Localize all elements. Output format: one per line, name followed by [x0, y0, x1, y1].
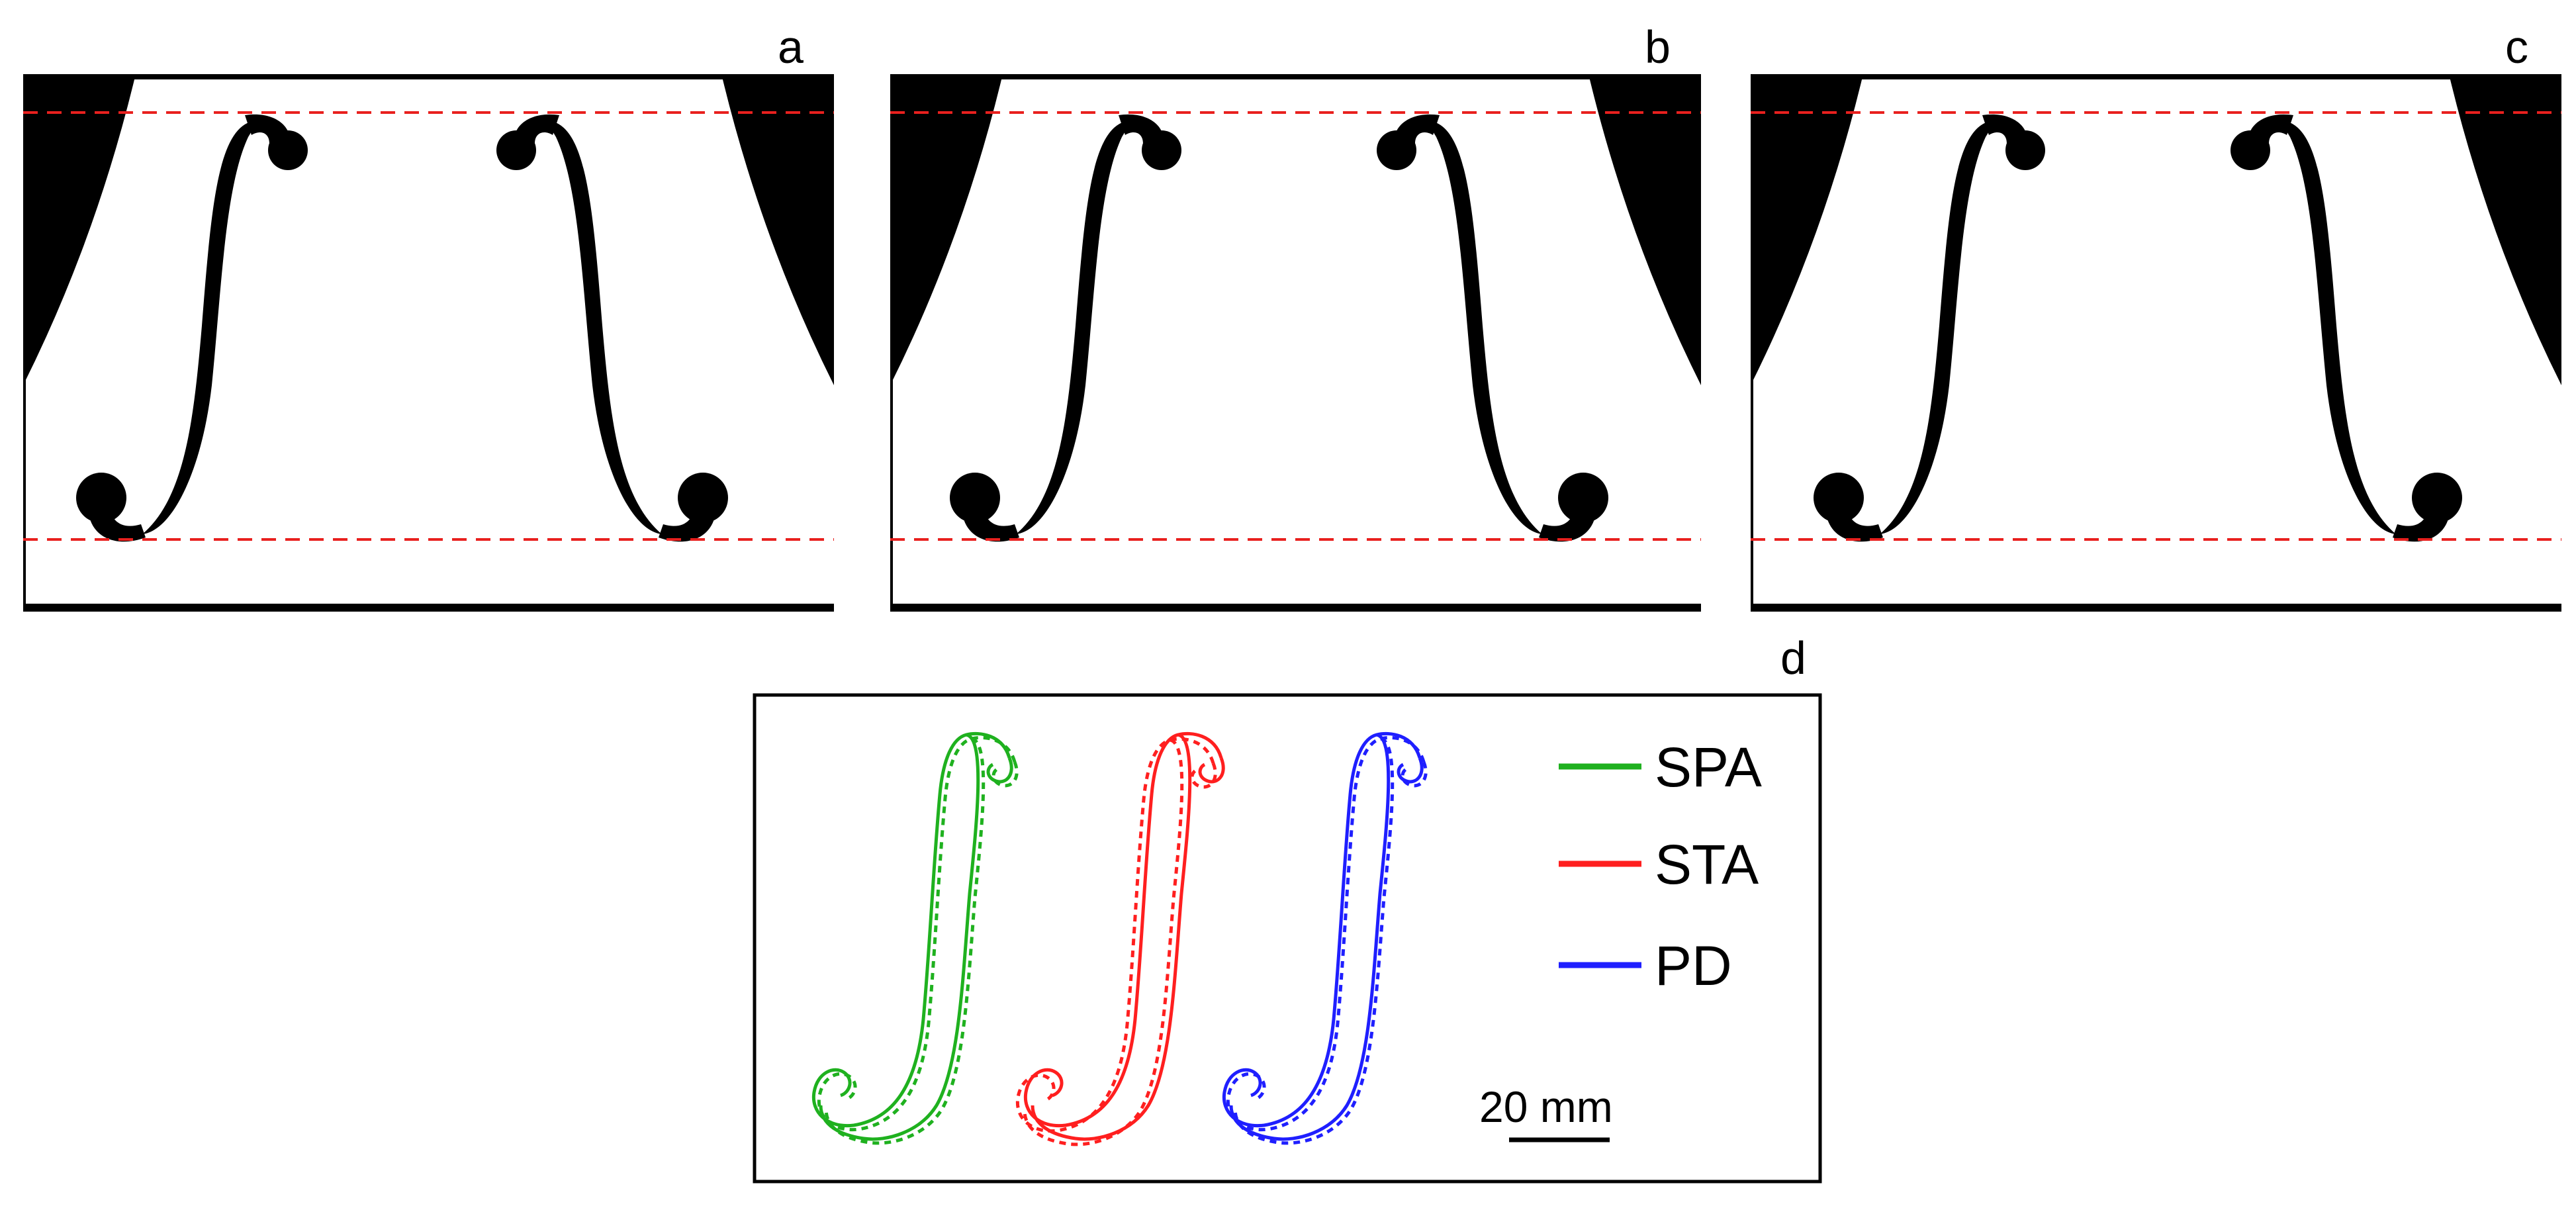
panel-d-frame	[753, 693, 1822, 1184]
panel-d: SPA STA PD 20 mm	[753, 693, 1822, 1184]
panel-label-c: c	[2505, 21, 2528, 73]
panel-a	[23, 74, 834, 612]
scale-bar: 20 mm	[1479, 1082, 1613, 1142]
legend-label-pd: PD	[1655, 935, 1732, 997]
panel-label-a: a	[778, 21, 804, 73]
panel-b	[890, 74, 1701, 612]
scale-bar-label: 20 mm	[1479, 1082, 1613, 1131]
panel-label-d: d	[1780, 632, 1806, 684]
legend: SPA STA PD	[1559, 736, 1762, 997]
guide-lines	[23, 111, 2561, 541]
legend-label-sta: STA	[1655, 833, 1759, 896]
panel-c	[1751, 74, 2561, 612]
legend-label-spa: SPA	[1655, 736, 1762, 798]
panel-label-b: b	[1645, 21, 1671, 73]
